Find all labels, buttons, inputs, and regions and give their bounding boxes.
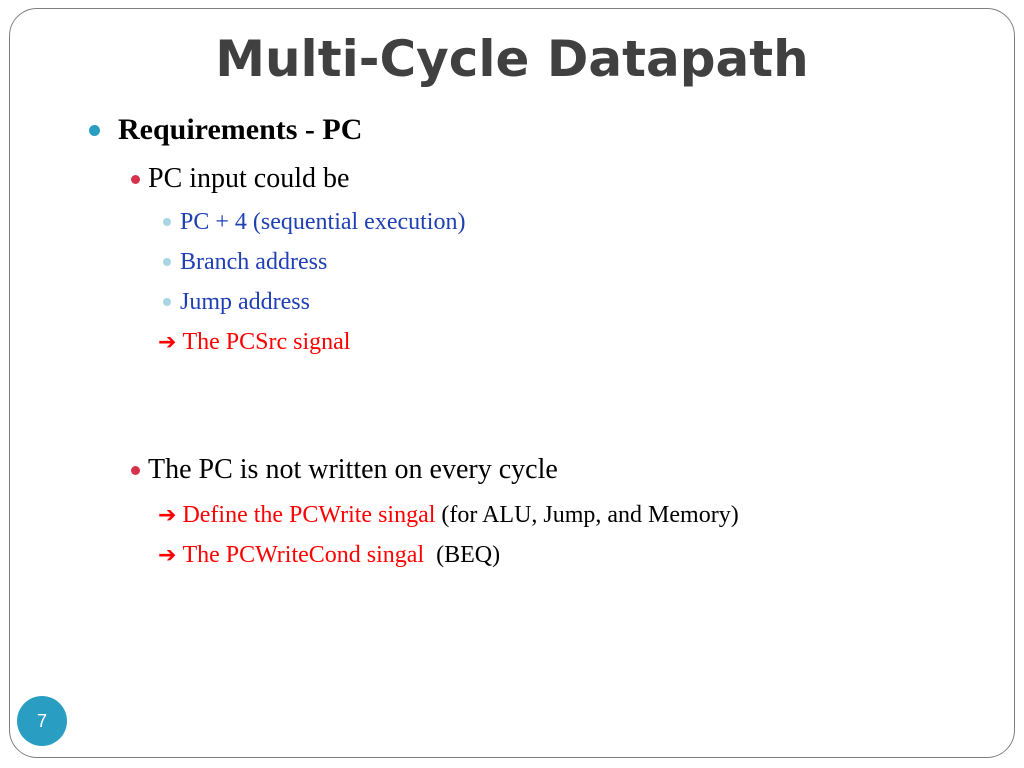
pc-input-label: PC input could be — [148, 163, 350, 194]
slide-frame — [9, 8, 1015, 758]
heading-requirements: Requirements - PC — [118, 113, 363, 146]
pcwritecond-note: (BEQ) — [436, 542, 501, 568]
bullet-dot-icon — [131, 466, 140, 475]
pcsrc-conclusion: ➔The PCSrc signal — [158, 327, 350, 358]
pcwrite-note: (for ALU, Jump, and Memory) — [441, 502, 739, 528]
bullet-dot-icon — [131, 175, 140, 184]
page-number-badge: 7 — [17, 696, 67, 746]
pcwrite-item: ➔Define the PCWrite singal (for ALU, Jum… — [158, 500, 739, 531]
pcwritecond-highlight: The PCWriteCond singal — [182, 542, 425, 568]
slide-title: Multi-Cycle Datapath — [215, 30, 809, 88]
pcsrc-signal-text: The PCSrc signal — [182, 329, 351, 355]
pc-input-option: PC + 4 (sequential execution) — [180, 209, 466, 235]
bullet-dot-icon — [89, 125, 100, 136]
pcwritecond-item: ➔The PCWriteCond singal (BEQ) — [158, 540, 500, 571]
bullet-dot-icon — [163, 258, 171, 266]
pc-input-option: Branch address — [180, 249, 328, 275]
right-arrow-icon: ➔ — [158, 543, 177, 568]
pcwrite-highlight: Define the PCWrite singal — [182, 502, 436, 528]
right-arrow-icon: ➔ — [158, 503, 177, 528]
right-arrow-icon: ➔ — [158, 330, 177, 355]
bullet-dot-icon — [163, 218, 171, 226]
bullet-dot-icon — [163, 298, 171, 306]
pc-input-option: Jump address — [180, 289, 310, 315]
pc-write-label: The PC is not written on every cycle — [148, 454, 558, 485]
